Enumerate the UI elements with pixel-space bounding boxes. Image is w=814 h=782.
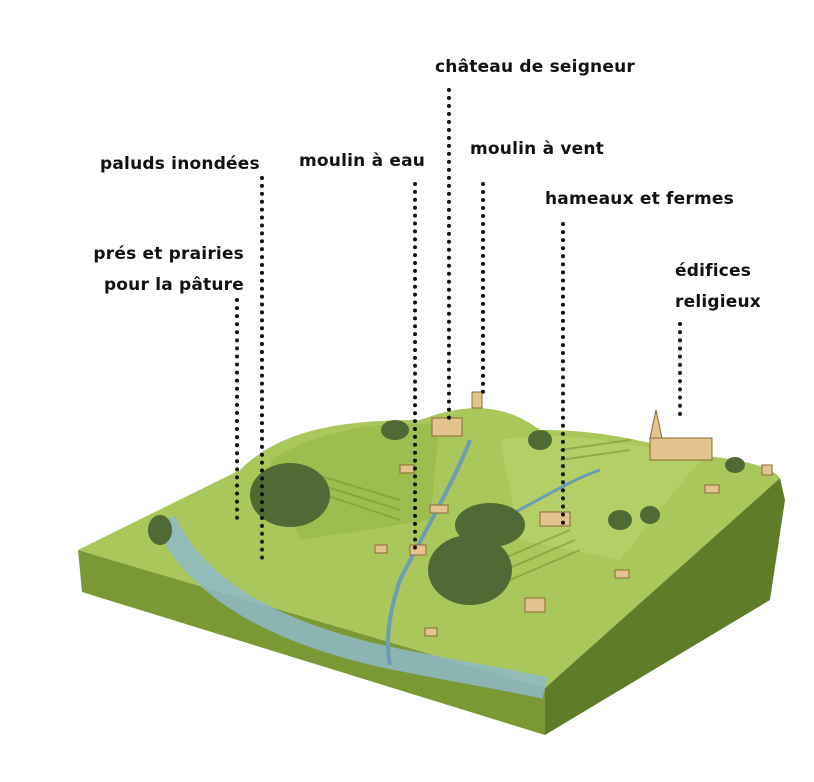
hill-right xyxy=(500,436,700,560)
right-face xyxy=(545,478,785,735)
church xyxy=(649,437,713,461)
leader-moulin-vent xyxy=(481,182,485,394)
river xyxy=(154,515,548,699)
label-edifices-line2: religieux xyxy=(675,292,761,312)
buildings xyxy=(374,391,773,637)
label-pres-line2: pour la pâture xyxy=(103,275,244,295)
windmill xyxy=(471,391,483,409)
label-hameaux: hameaux et fermes xyxy=(545,189,734,209)
leader-pres xyxy=(235,298,239,520)
label-edifices: édifices religieux xyxy=(675,256,761,318)
leader-paluds xyxy=(260,176,264,560)
label-moulin-eau: moulin à eau xyxy=(299,151,426,171)
label-chateau: château de seigneur xyxy=(435,57,635,77)
leader-chateau xyxy=(447,88,451,420)
chateau-building xyxy=(431,417,463,437)
watermill xyxy=(409,544,427,556)
farm xyxy=(539,511,571,527)
stream xyxy=(386,439,472,666)
fields xyxy=(299,439,631,581)
church-tower xyxy=(649,409,663,439)
leader-moulin-eau xyxy=(413,182,417,550)
trees xyxy=(148,420,745,605)
leader-edifices xyxy=(678,322,682,416)
leader-hameaux xyxy=(561,222,565,525)
label-pres: prés et prairies pour la pâture xyxy=(93,239,244,301)
label-edifices-line1: édifices xyxy=(675,261,752,281)
label-moulin-vent: moulin à vent xyxy=(470,139,605,159)
label-paluds: paluds inondées xyxy=(100,154,260,174)
label-pres-line1: prés et prairies xyxy=(93,244,244,264)
